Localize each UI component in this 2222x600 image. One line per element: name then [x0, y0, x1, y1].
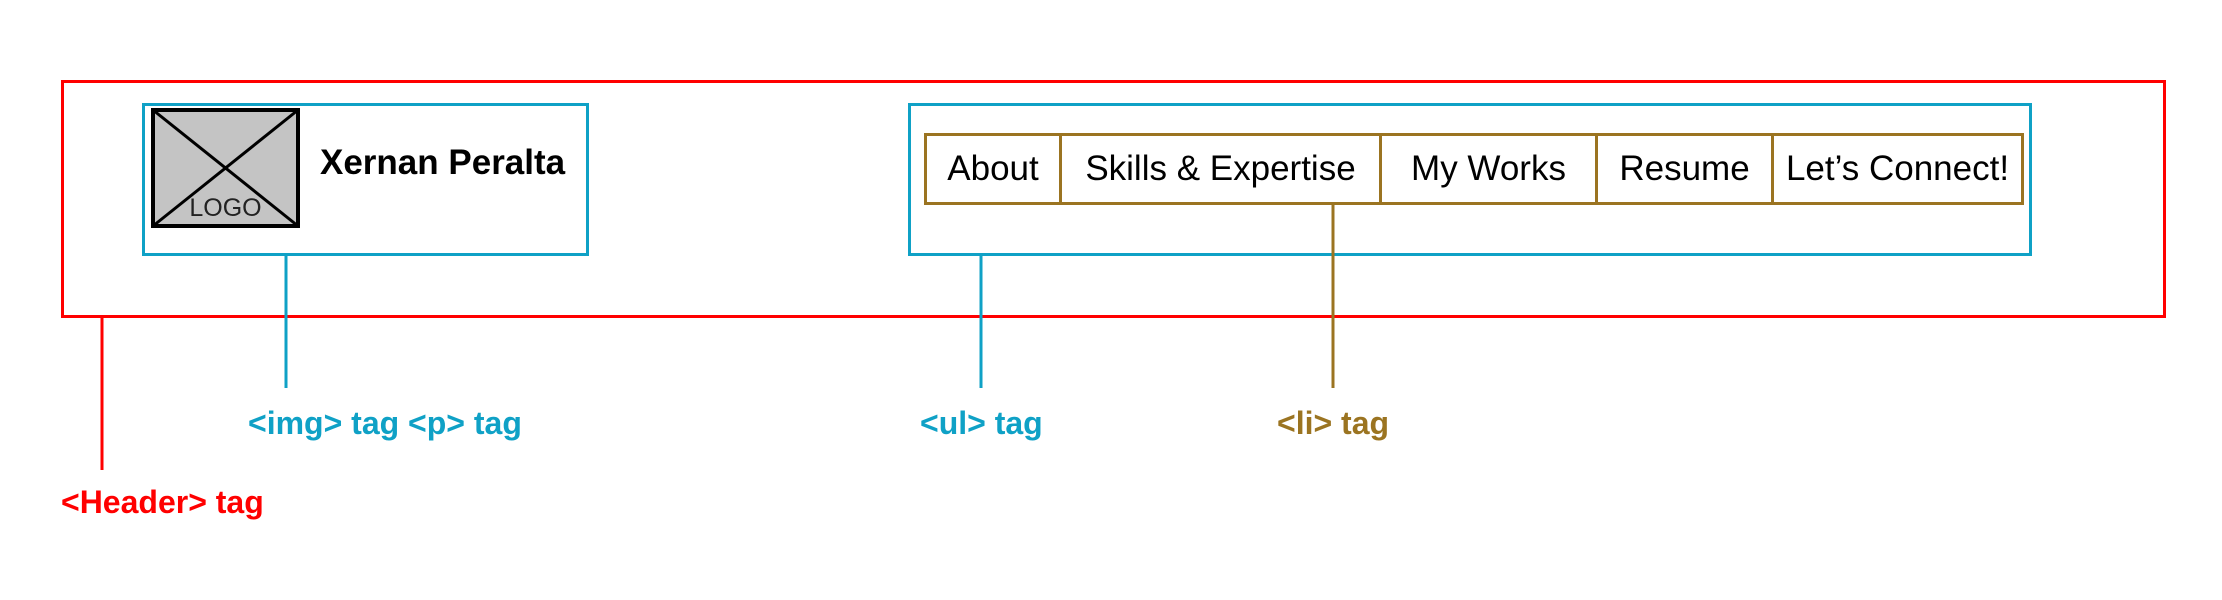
header-outline: [61, 80, 2166, 318]
nav-item-skills-expertise[interactable]: Skills & Expertise: [1059, 136, 1379, 202]
brand-container-outline: [142, 103, 589, 256]
logo-placeholder-icon: [151, 108, 300, 228]
header-tag-callout: <Header> tag: [61, 484, 264, 520]
img-p-tag-callout: <img> tag <p> tag: [248, 405, 522, 441]
nav-list: About Skills & Expertise My Works Resume…: [924, 133, 2024, 205]
li-tag-callout: <li> tag: [1277, 405, 1390, 441]
nav-item-my-works[interactable]: My Works: [1379, 136, 1595, 202]
nav-item-about[interactable]: About: [947, 149, 1039, 188]
nav-item-lets-connect[interactable]: Let’s Connect!: [1771, 136, 2021, 202]
nav-list-outline: [908, 103, 2032, 256]
logo-label: LOGO: [189, 194, 262, 222]
nav-item-resume[interactable]: Resume: [1595, 136, 1771, 202]
ul-tag-callout: <ul> tag: [920, 405, 1043, 441]
brand-name: Xernan Peralta: [320, 143, 566, 182]
